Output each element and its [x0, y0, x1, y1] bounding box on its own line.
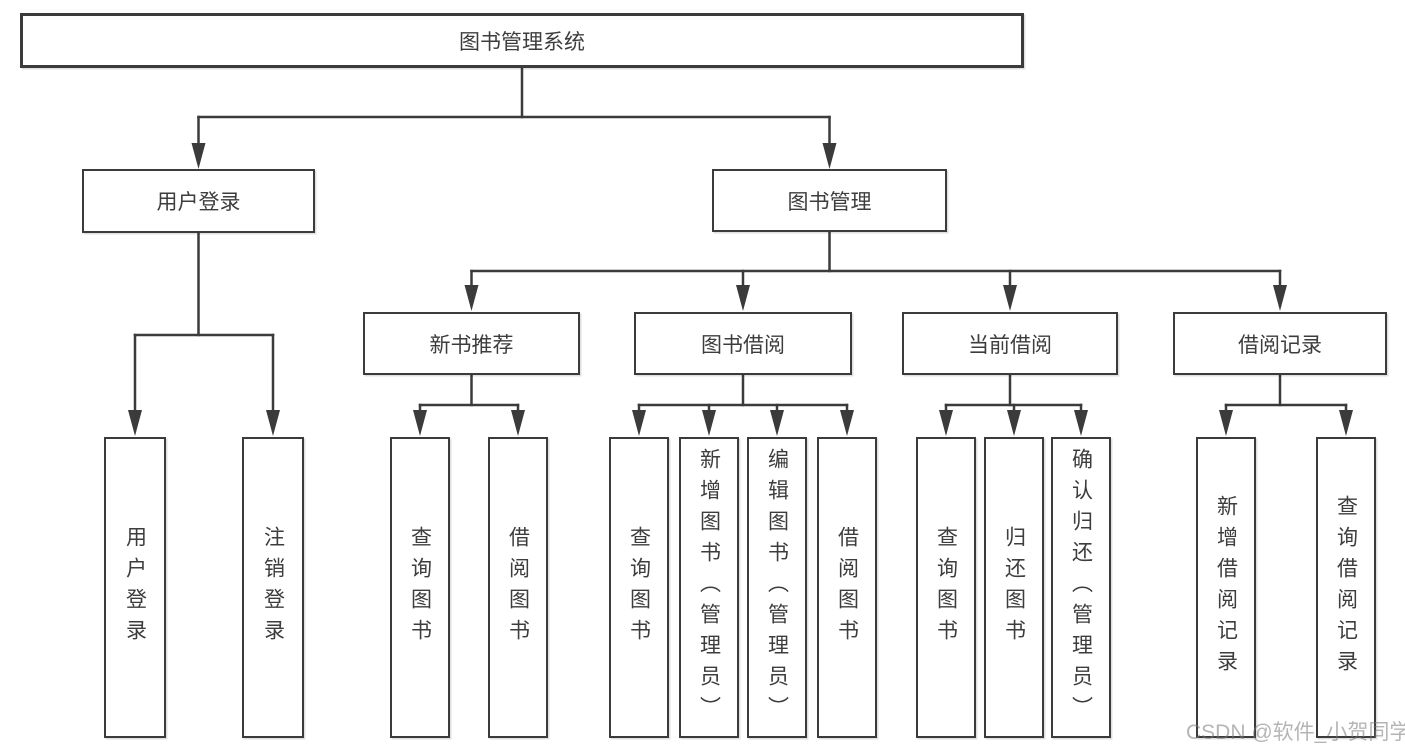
node-book-borrow-label: 图书借阅: [701, 333, 785, 357]
node-user-login-label: 用户登录: [123, 525, 147, 650]
node-recommend-query-books-label: 查询图书: [408, 525, 432, 650]
node-new-book-recommend-label: 新书推荐: [429, 333, 514, 357]
node-borrow-borrow-books-label: 借阅图书: [835, 525, 859, 650]
node-user-login: 用户登录: [104, 437, 166, 738]
node-user-login-group-label: 用户登录: [156, 191, 241, 214]
node-current-borrow-label: 当前借阅: [968, 333, 1052, 357]
node-add-book-admin-label: 新增图书（管理员）: [697, 448, 721, 727]
node-return-books: 归还图书: [984, 437, 1044, 738]
node-add-borrow-record: 新增借阅记录: [1196, 437, 1256, 738]
node-new-book-recommend: 新书推荐: [363, 312, 580, 375]
node-book-borrow: 图书借阅: [634, 312, 852, 375]
node-book-management: 图书管理: [712, 169, 947, 232]
node-logout-login-label: 注销登录: [261, 525, 285, 650]
node-book-management-label: 图书管理: [787, 190, 872, 214]
node-return-books-label: 归还图书: [1002, 525, 1026, 650]
node-borrow-records: 借阅记录: [1173, 312, 1387, 375]
node-library-system-label: 图书管理系统: [459, 30, 585, 54]
node-current-query-books: 查询图书: [916, 437, 976, 738]
node-edit-book-admin: 编辑图书（管理员）: [747, 437, 807, 738]
node-logout-login: 注销登录: [242, 437, 304, 738]
node-query-borrow-record: 查询借阅记录: [1316, 437, 1376, 738]
node-recommend-borrow-books-label: 借阅图书: [506, 525, 530, 650]
node-current-borrow: 当前借阅: [902, 312, 1118, 375]
node-edit-book-admin-label: 编辑图书（管理员）: [765, 448, 789, 727]
node-current-query-books-label: 查询图书: [934, 525, 958, 650]
node-confirm-return-admin: 确认归还（管理员）: [1051, 437, 1111, 738]
node-confirm-return-admin-label: 确认归还（管理员）: [1069, 448, 1093, 727]
node-query-borrow-record-label: 查询借阅记录: [1334, 494, 1358, 681]
node-borrow-records-label: 借阅记录: [1238, 333, 1322, 357]
node-add-book-admin: 新增图书（管理员）: [679, 437, 739, 738]
node-borrow-query-books: 查询图书: [609, 437, 669, 738]
node-add-borrow-record-label: 新增借阅记录: [1214, 494, 1238, 681]
node-recommend-query-books: 查询图书: [390, 437, 450, 738]
csdn-watermark: CSDN @软件_小贺同学: [1186, 721, 1405, 744]
node-borrow-borrow-books: 借阅图书: [817, 437, 877, 738]
node-user-login-group: 用户登录: [82, 169, 315, 233]
node-recommend-borrow-books: 借阅图书: [488, 437, 548, 738]
node-borrow-query-books-label: 查询图书: [627, 525, 651, 650]
arrowheads: [128, 143, 1353, 436]
node-library-system: 图书管理系统: [20, 13, 1024, 68]
